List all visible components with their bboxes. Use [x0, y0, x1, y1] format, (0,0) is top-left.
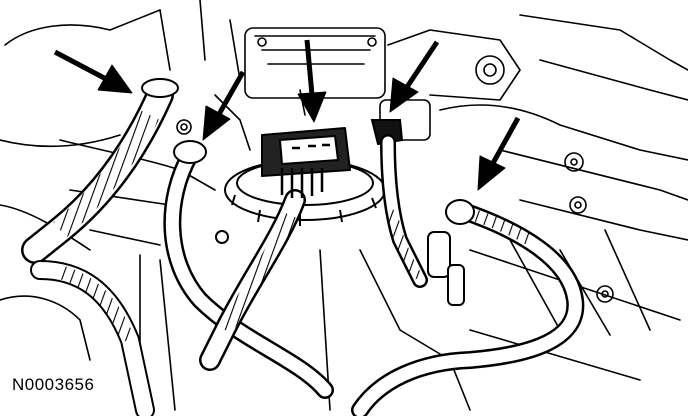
hose-lower-left — [30, 260, 155, 416]
figure-id-label: N0003656 — [12, 375, 95, 394]
callout-arrow-2 — [202, 70, 246, 141]
vacuum-line-right — [370, 119, 428, 288]
vacuum-hose-left — [21, 78, 179, 264]
hose-right — [351, 199, 585, 416]
fittings — [215, 230, 465, 306]
egr-connector — [261, 127, 351, 198]
wire-harness — [199, 189, 306, 371]
callout-arrow-4 — [389, 40, 440, 113]
callout-arrows — [53, 39, 521, 191]
callout-arrow-3 — [297, 39, 327, 123]
callout-arrow-1 — [53, 49, 133, 94]
hose-egr-left — [163, 140, 334, 399]
callout-arrow-5 — [477, 116, 521, 191]
